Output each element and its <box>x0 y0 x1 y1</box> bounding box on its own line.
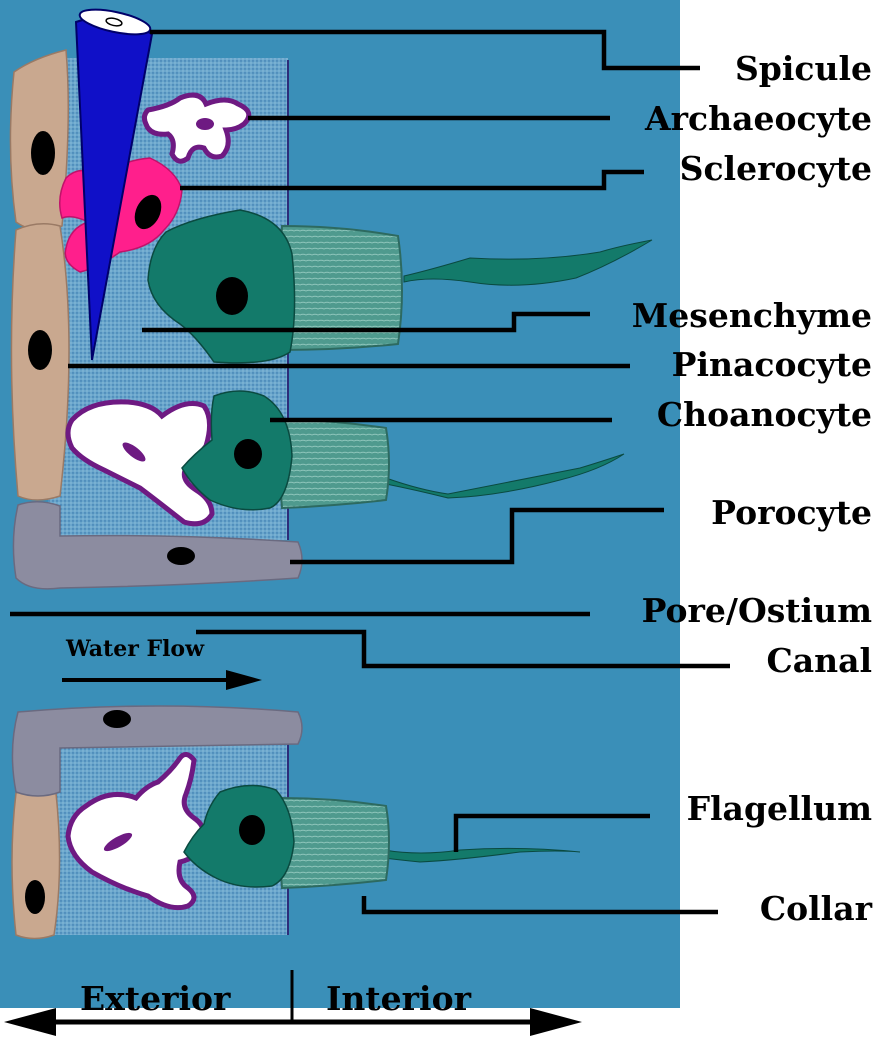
interior-label: Interior <box>326 979 472 1018</box>
label-flagellum: Flagellum <box>687 789 872 828</box>
label-collar: Collar <box>760 889 873 928</box>
label-porocyte: Porocyte <box>711 493 872 532</box>
water-flow-label: Water Flow <box>65 636 205 662</box>
label-mesenchyme: Mesenchyme <box>632 296 872 335</box>
label-pinacocyte: Pinacocyte <box>672 345 872 384</box>
exterior-label: Exterior <box>80 979 231 1018</box>
label-archaeocyte: Archaeocyte <box>644 99 872 138</box>
label-choanocyte: Choanocyte <box>657 395 872 434</box>
label-pore-ostium: Pore/Ostium <box>642 591 872 630</box>
label-canal: Canal <box>766 641 872 680</box>
label-spicule: Spicule <box>735 49 872 88</box>
label-sclerocyte: Sclerocyte <box>680 149 872 188</box>
